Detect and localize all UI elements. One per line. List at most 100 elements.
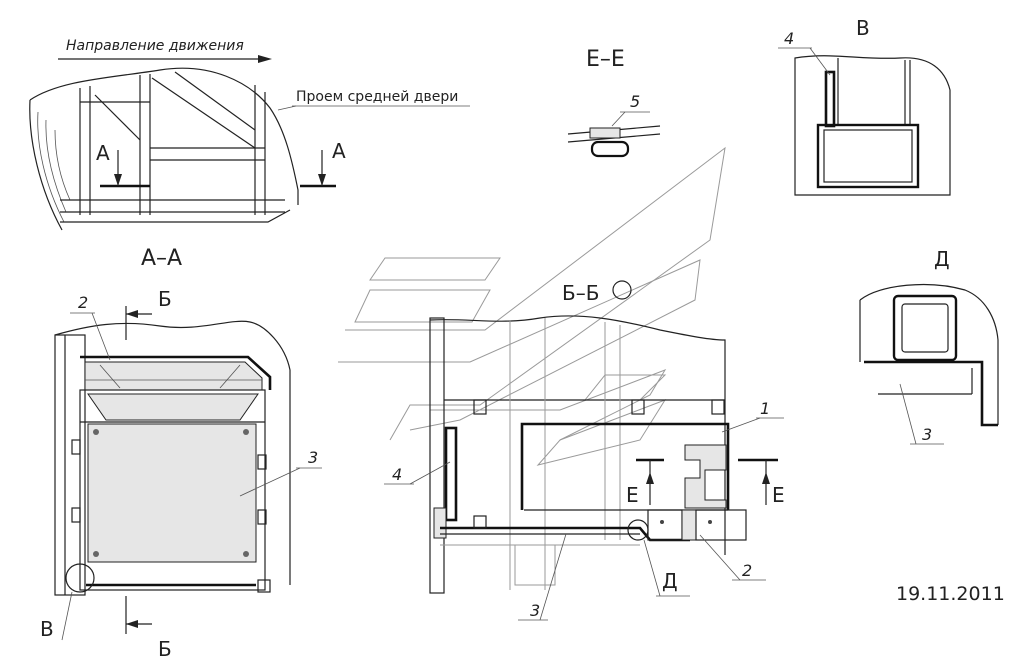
section-arrowhead-a-right bbox=[318, 174, 326, 186]
bb-top-outline bbox=[429, 315, 726, 555]
aa-callout-2-leader bbox=[91, 312, 111, 361]
bb-clip-1 bbox=[473, 399, 487, 415]
view-d: Д 3 bbox=[859, 247, 999, 445]
bb-box-1-outline bbox=[520, 422, 730, 510]
ghost-outlines bbox=[338, 146, 726, 466]
section-bb: Б–Б Е Е bbox=[384, 280, 785, 621]
view-d-floor-panel bbox=[864, 360, 998, 427]
view-v-tube-outer bbox=[816, 123, 920, 189]
bb-detail-d-leader bbox=[643, 539, 661, 597]
frame-diagonal-1 bbox=[151, 77, 256, 149]
aa-callout-3: 3 bbox=[308, 448, 318, 467]
ghost-panel-1 bbox=[369, 257, 501, 281]
bb-callout-1: 1 bbox=[760, 399, 770, 418]
bb-detail-d-circle bbox=[627, 519, 649, 541]
wheel-arch-line-3 bbox=[54, 129, 71, 201]
view-d-title: Д bbox=[934, 247, 950, 271]
section-aa-title: А–А bbox=[141, 246, 182, 271]
aa-detail-v-circle bbox=[65, 563, 95, 593]
bb-left-post bbox=[429, 317, 445, 594]
view-d-tube-outer bbox=[892, 294, 958, 362]
bb-cut-e-left-arrowhead bbox=[646, 472, 654, 484]
ee-callout-5: 5 bbox=[630, 92, 640, 111]
ghost-panel-2 bbox=[354, 289, 491, 323]
bb-cut-e-right-arrowhead bbox=[762, 472, 770, 484]
view-v-callout-4-leader bbox=[809, 47, 831, 76]
aa-top-panel-hatch-2 bbox=[219, 364, 241, 389]
wheel-arch-line-2 bbox=[45, 119, 67, 213]
view-d-outline bbox=[859, 283, 999, 425]
bb-cut-e-right-label: Е bbox=[772, 483, 785, 507]
aa-callout-3-leader bbox=[239, 467, 301, 497]
aa-cut-b-top-arrowhead bbox=[126, 310, 138, 318]
bb-callout-2-leader bbox=[699, 534, 741, 581]
cut-label-a-right: А bbox=[332, 139, 346, 163]
section-aa: А–А Б Б В 2 bbox=[40, 246, 322, 661]
section-ee: Е–Е 5 bbox=[567, 47, 661, 158]
aa-clip-5 bbox=[257, 579, 271, 593]
aa-floor-panel bbox=[87, 423, 257, 563]
bb-left-foot bbox=[433, 507, 447, 539]
aa-bolt-3 bbox=[93, 551, 99, 557]
side-view: Направление движения А А Проем сред bbox=[29, 38, 470, 231]
view-d-callout-3-leader bbox=[899, 383, 917, 445]
bb-callout-1-leader bbox=[721, 417, 761, 433]
bb-floor-clip bbox=[473, 515, 487, 529]
frame-diagonal-3 bbox=[94, 94, 141, 141]
ee-seal-profile bbox=[590, 140, 630, 158]
drawing-date: 19.11.2011 bbox=[896, 583, 1005, 605]
direction-arrow-head bbox=[258, 55, 272, 63]
cut-label-a-left: А bbox=[96, 141, 110, 165]
ee-seal-top bbox=[589, 127, 621, 139]
aa-top-panel-hatch-1 bbox=[99, 364, 121, 389]
view-v-outline bbox=[794, 55, 951, 196]
section-ee-title: Е–Е bbox=[586, 47, 625, 72]
aa-bolt-2 bbox=[243, 429, 249, 435]
direction-label: Направление движения bbox=[66, 38, 244, 54]
bb-underbody-box bbox=[514, 544, 556, 586]
bb-sill-block-1 bbox=[647, 509, 683, 541]
aa-detail-v-leader bbox=[61, 591, 73, 641]
door-opening-label: Проем средней двери bbox=[296, 89, 458, 105]
aa-left-post bbox=[54, 334, 86, 596]
aa-callout-2: 2 bbox=[78, 293, 88, 312]
bb-callout-3: 3 bbox=[530, 601, 540, 620]
ghost-slab-2 bbox=[338, 259, 701, 431]
aa-clip-1 bbox=[71, 439, 81, 455]
frame-diagonal-2 bbox=[174, 71, 256, 131]
bb-callout-4: 4 bbox=[392, 465, 402, 484]
aa-clip-2 bbox=[71, 507, 81, 523]
wheel-arch-outer bbox=[29, 99, 63, 231]
aa-detail-v-label: В bbox=[40, 617, 54, 641]
ghost-slab-1 bbox=[345, 146, 726, 441]
view-v-tube-inner bbox=[823, 129, 913, 183]
bb-clip-2 bbox=[631, 399, 645, 415]
section-bb-title: Б–Б bbox=[562, 281, 599, 305]
bb-sill-bolt-1 bbox=[660, 520, 664, 524]
section-arrowhead-a-left bbox=[114, 174, 122, 186]
view-v-title: В bbox=[856, 16, 870, 40]
ee-callout-5-leader bbox=[611, 111, 626, 127]
bb-clip-3 bbox=[711, 399, 725, 415]
aa-cut-b-top-label: Б bbox=[158, 287, 172, 311]
bb-callout-4-leader bbox=[409, 461, 451, 485]
door-leader bbox=[277, 105, 297, 111]
aa-top-panel bbox=[84, 361, 263, 391]
aa-clip-3 bbox=[257, 454, 267, 470]
bb-sill-block-3 bbox=[695, 509, 747, 541]
bb-cut-e-left-label: Е bbox=[626, 483, 639, 507]
bb-sill-block-2 bbox=[681, 509, 697, 541]
aa-cut-b-bottom-label: Б bbox=[158, 637, 172, 661]
view-v-callout-4: 4 bbox=[784, 29, 794, 48]
wheel-arch-line-1 bbox=[37, 111, 65, 223]
aa-frame-outer bbox=[79, 389, 266, 591]
aa-cut-b-bottom-arrowhead bbox=[126, 620, 138, 628]
bb-detail-d-label: Д bbox=[662, 569, 678, 593]
bb-bracket bbox=[684, 444, 727, 509]
aa-top-outline bbox=[54, 320, 291, 585]
floor-line-3 bbox=[60, 209, 291, 223]
bb-callout-3-leader bbox=[539, 533, 567, 621]
aa-top-panel-edge bbox=[80, 355, 272, 390]
aa-bolt-1 bbox=[93, 429, 99, 435]
